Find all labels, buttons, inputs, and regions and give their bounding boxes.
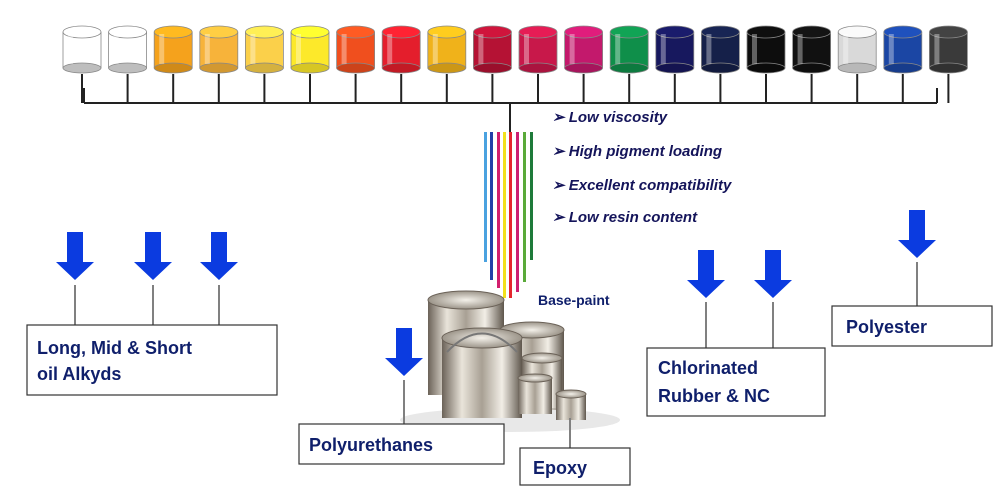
colorant-rod: [484, 132, 487, 262]
epoxy-box: Epoxy: [519, 447, 631, 486]
colorant-can: [336, 25, 376, 74]
chlorinated-label-line2: Rubber & NC: [658, 386, 770, 406]
benefit-high-pigment-loading: ➢ High pigment loading: [552, 143, 722, 160]
alkyds-label-line1: Long, Mid & Short: [37, 338, 192, 358]
down-arrow-icon: [385, 328, 423, 376]
colorant-rod: [497, 132, 500, 288]
colorant-rod: [509, 132, 512, 298]
polyurethanes-box: Polyurethanes: [298, 423, 505, 465]
colorant-can: [62, 25, 102, 74]
colorant-can: [609, 25, 649, 74]
polyester-box: Polyester: [831, 305, 993, 347]
polyester-label: Polyester: [846, 317, 927, 337]
base-paint-cans-image: [400, 290, 620, 432]
colorant-rod: [490, 132, 493, 280]
benefit-excellent-compatibility: ➢ Excellent compatibility: [552, 177, 732, 194]
colorant-can: [290, 25, 330, 74]
colorant-can: [883, 25, 923, 74]
colorant-manifold: [81, 74, 950, 132]
connector-lines: [74, 262, 918, 448]
colorant-can: [427, 25, 467, 74]
colorant-can: [929, 25, 968, 74]
colorant-can: [199, 25, 239, 74]
colorant-can: [746, 25, 786, 74]
colorant-can: [518, 25, 558, 74]
alkyds-label-line2: oil Alkyds: [37, 364, 121, 384]
epoxy-label: Epoxy: [533, 458, 587, 478]
colorant-can: [792, 25, 831, 74]
blue-arrows: [56, 210, 936, 376]
colorant-rod: [530, 132, 533, 260]
down-arrow-icon: [898, 210, 936, 258]
down-arrow-icon: [687, 250, 725, 298]
colorant-can: [108, 25, 147, 74]
down-arrow-icon: [134, 232, 172, 280]
benefit-low-viscosity: ➢ Low viscosity: [552, 109, 668, 126]
colorant-rod: [516, 132, 519, 292]
down-arrow-icon: [754, 250, 792, 298]
down-arrow-icon: [56, 232, 94, 280]
colorant-can: [701, 25, 740, 74]
down-arrow-icon: [200, 232, 238, 280]
benefit-low-resin-content: ➢ Low resin content: [552, 209, 698, 226]
colorant-can: [153, 25, 193, 74]
chlorinated-rubber-box: Chlorinated Rubber & NC: [646, 347, 826, 417]
colorant-rod: [503, 132, 506, 298]
polyurethanes-label: Polyurethanes: [309, 435, 433, 455]
colorant-cans-row: [62, 25, 968, 74]
colorant-can: [655, 25, 695, 74]
colorant-can: [837, 25, 877, 74]
colorant-rod: [523, 132, 526, 282]
alkyds-box: Long, Mid & Short oil Alkyds: [26, 324, 278, 396]
colorant-can: [472, 25, 512, 74]
colorant-can: [244, 25, 284, 74]
chlorinated-label-line1: Chlorinated: [658, 358, 758, 378]
colorant-can: [564, 25, 603, 74]
benefits-list: ➢ Low viscosity ➢ High pigment loading ➢…: [552, 109, 732, 226]
colorant-can: [381, 25, 421, 74]
base-paint-label: Base-paint: [538, 292, 610, 308]
colorant-rods: [484, 132, 533, 298]
